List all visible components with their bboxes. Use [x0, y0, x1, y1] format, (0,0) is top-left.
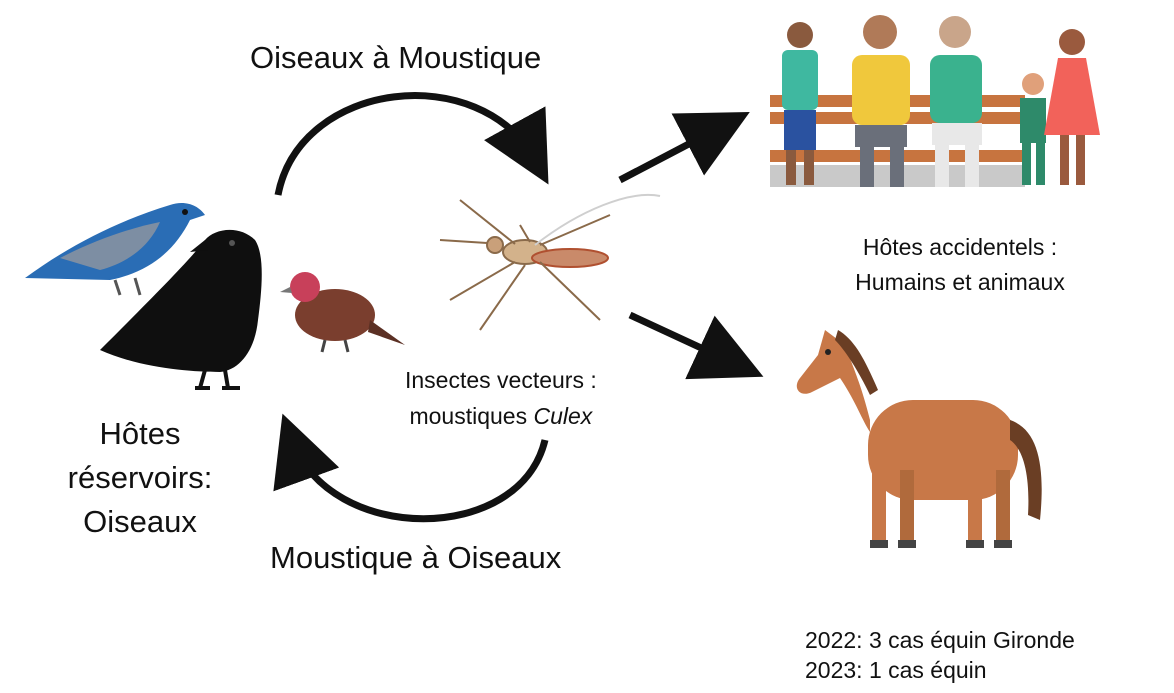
finch-icon [280, 272, 405, 352]
vector-line2-prefix: moustiques [409, 403, 533, 429]
label-vector-insects: Insectes vecteurs : moustiques Culex [405, 362, 597, 434]
label-reservoir-hosts: Hôtes réservoirs: Oiseaux [60, 412, 220, 544]
vector-line1: Insectes vecteurs : [405, 362, 597, 398]
reservoir-line2: réservoirs: [60, 456, 220, 500]
accidental-line1: Hôtes accidentels : [815, 230, 1105, 265]
arrow-to-horse [630, 315, 738, 365]
arrow-mosquito-to-birds [292, 440, 545, 519]
label-mosquito-to-birds: Moustique à Oiseaux [270, 540, 561, 576]
vector-line2-culex: Culex [533, 403, 592, 429]
label-equine-cases: 2022: 3 cas équin Gironde 2023: 1 cas éq… [805, 625, 1075, 685]
reservoir-line3: Oiseaux [60, 500, 220, 544]
arrow-to-humans [620, 125, 725, 180]
arrow-birds-to-mosquito [278, 96, 535, 195]
cases-line1: 2022: 3 cas équin Gironde [805, 625, 1075, 655]
mosquito-icon [440, 195, 660, 330]
reservoir-line1: Hôtes [60, 412, 220, 456]
horse-icon [797, 330, 1042, 548]
label-birds-to-mosquito: Oiseaux à Moustique [250, 40, 541, 76]
label-accidental-hosts: Hôtes accidentels : Humains et animaux [815, 230, 1105, 300]
cases-line2: 2023: 1 cas équin [805, 655, 1075, 685]
people-family-icon [770, 15, 1100, 187]
accidental-line2: Humains et animaux [815, 265, 1105, 300]
